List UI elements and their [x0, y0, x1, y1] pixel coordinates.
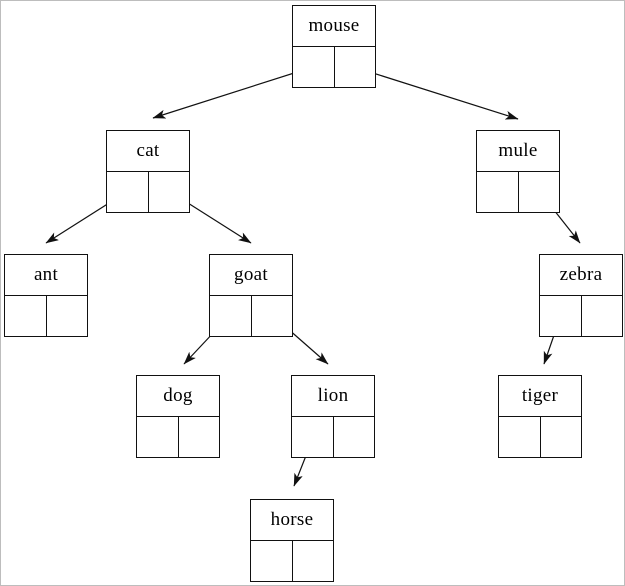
node-cat: cat — [106, 130, 190, 213]
pointer-cells — [499, 417, 581, 457]
node-label: ant — [5, 255, 87, 296]
right-pointer-cell — [293, 541, 334, 581]
node-tiger: tiger — [498, 375, 582, 458]
pointer-cells — [292, 417, 374, 457]
left-pointer-cell — [137, 417, 179, 457]
node-label: dog — [137, 376, 219, 417]
pointer-cells — [210, 296, 292, 336]
node-label: zebra — [540, 255, 622, 296]
node-horse: horse — [250, 499, 334, 582]
edge-mouse-cat — [152, 66, 314, 119]
left-pointer-cell — [499, 417, 541, 457]
node-label: lion — [292, 376, 374, 417]
right-pointer-cell — [334, 417, 375, 457]
right-pointer-cell — [519, 172, 560, 212]
left-pointer-cell — [293, 47, 335, 87]
node-zebra: zebra — [539, 254, 623, 337]
pointer-cells — [540, 296, 622, 336]
left-pointer-cell — [540, 296, 582, 336]
right-pointer-cell — [582, 296, 623, 336]
edge-mouse-mule — [353, 66, 519, 120]
pointer-cells — [293, 47, 375, 87]
node-ant: ant — [4, 254, 88, 337]
node-lion: lion — [291, 375, 375, 458]
pointer-cells — [107, 172, 189, 212]
left-pointer-cell — [210, 296, 252, 336]
right-pointer-cell — [335, 47, 376, 87]
node-label: mule — [477, 131, 559, 172]
right-pointer-cell — [149, 172, 190, 212]
pointer-cells — [137, 417, 219, 457]
left-pointer-cell — [107, 172, 149, 212]
node-mouse: mouse — [292, 5, 376, 88]
left-pointer-cell — [5, 296, 47, 336]
right-pointer-cell — [179, 417, 220, 457]
node-goat: goat — [209, 254, 293, 337]
node-label: mouse — [293, 6, 375, 47]
pointer-cells — [477, 172, 559, 212]
left-pointer-cell — [251, 541, 293, 581]
node-dog: dog — [136, 375, 220, 458]
pointer-cells — [251, 541, 333, 581]
pointer-cells — [5, 296, 87, 336]
left-pointer-cell — [477, 172, 519, 212]
node-label: goat — [210, 255, 292, 296]
node-label: tiger — [499, 376, 581, 417]
node-mule: mule — [476, 130, 560, 213]
right-pointer-cell — [47, 296, 88, 336]
right-pointer-cell — [541, 417, 582, 457]
node-label: cat — [107, 131, 189, 172]
left-pointer-cell — [292, 417, 334, 457]
node-label: horse — [251, 500, 333, 541]
right-pointer-cell — [252, 296, 293, 336]
